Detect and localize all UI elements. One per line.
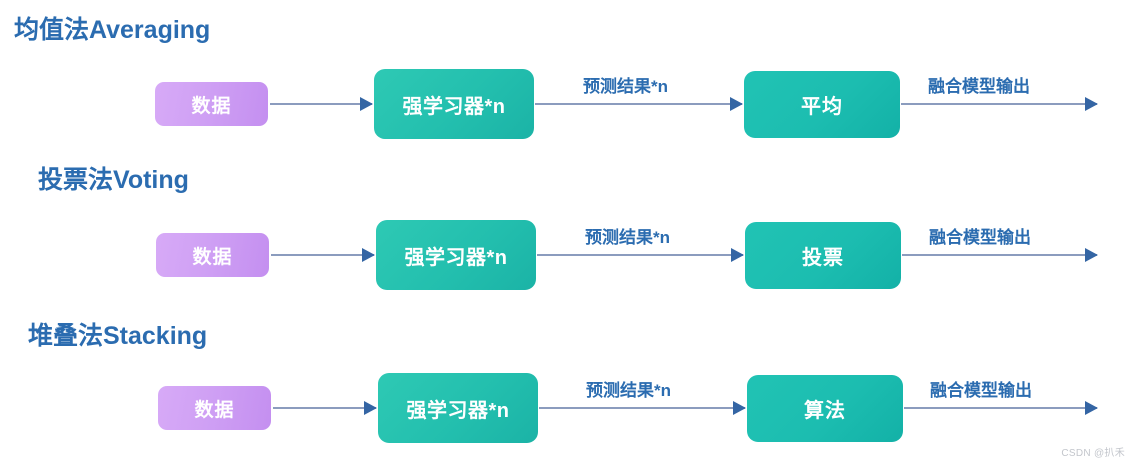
edge-label-prediction-averaging: 预测结果*n <box>583 77 668 96</box>
node-data-voting[interactable]: 数据 <box>156 233 269 277</box>
arrow-head-icon <box>1085 248 1098 262</box>
node-combine-voting[interactable]: 投票 <box>745 222 901 289</box>
arrow-data-to-learner-stacking <box>273 401 377 415</box>
edge-label-prediction-voting: 预测结果*n <box>585 228 670 247</box>
arrow-line <box>270 103 372 105</box>
arrow-head-icon <box>1085 401 1098 415</box>
arrow-head-icon <box>364 401 377 415</box>
node-data-averaging[interactable]: 数据 <box>155 82 268 126</box>
arrow-learner-to-combine-averaging <box>535 97 743 111</box>
edge-label-prediction-stacking: 预测结果*n <box>586 381 671 400</box>
edge-label-output-voting: 融合模型输出 <box>929 228 1031 247</box>
arrow-line <box>539 407 745 409</box>
arrow-combine-to-output-voting <box>902 248 1098 262</box>
watermark-credit: CSDN @扒禾 <box>1061 448 1125 459</box>
arrow-line <box>271 254 374 256</box>
arrow-data-to-learner-voting <box>271 248 375 262</box>
arrow-data-to-learner-averaging <box>270 97 373 111</box>
edge-label-output-stacking: 融合模型输出 <box>930 381 1032 400</box>
arrow-line <box>535 103 742 105</box>
row-title-voting: 投票法Voting <box>38 166 189 194</box>
edge-label-output-averaging: 融合模型输出 <box>928 77 1030 96</box>
arrow-combine-to-output-averaging <box>901 97 1098 111</box>
arrow-learner-to-combine-voting <box>537 248 744 262</box>
arrow-head-icon <box>360 97 373 111</box>
node-learner-stacking[interactable]: 强学习器*n <box>378 373 538 443</box>
flow-row-voting: 投票法Voting 数据 强学习器*n 预测结果*n 投票 融合模型输出 <box>0 155 1135 310</box>
arrow-line <box>537 254 743 256</box>
arrow-line <box>901 103 1097 105</box>
row-title-averaging: 均值法Averaging <box>14 16 211 44</box>
arrow-head-icon <box>1085 97 1098 111</box>
arrow-line <box>902 254 1097 256</box>
flow-row-stacking: 堆叠法Stacking 数据 强学习器*n 预测结果*n 算法 融合模型输出 <box>0 310 1135 465</box>
arrow-head-icon <box>731 248 744 262</box>
arrow-line <box>904 407 1097 409</box>
node-combine-averaging[interactable]: 平均 <box>744 71 900 138</box>
node-learner-voting[interactable]: 强学习器*n <box>376 220 536 290</box>
arrow-combine-to-output-stacking <box>904 401 1098 415</box>
arrow-head-icon <box>730 97 743 111</box>
arrow-head-icon <box>362 248 375 262</box>
node-learner-averaging[interactable]: 强学习器*n <box>374 69 534 139</box>
row-title-stacking: 堆叠法Stacking <box>28 322 208 350</box>
node-combine-stacking[interactable]: 算法 <box>747 375 903 442</box>
arrow-head-icon <box>733 401 746 415</box>
flow-row-averaging: 均值法Averaging 数据 强学习器*n 预测结果*n 平均 融合模型输出 <box>0 0 1135 155</box>
arrow-line <box>273 407 376 409</box>
arrow-learner-to-combine-stacking <box>539 401 746 415</box>
node-data-stacking[interactable]: 数据 <box>158 386 271 430</box>
